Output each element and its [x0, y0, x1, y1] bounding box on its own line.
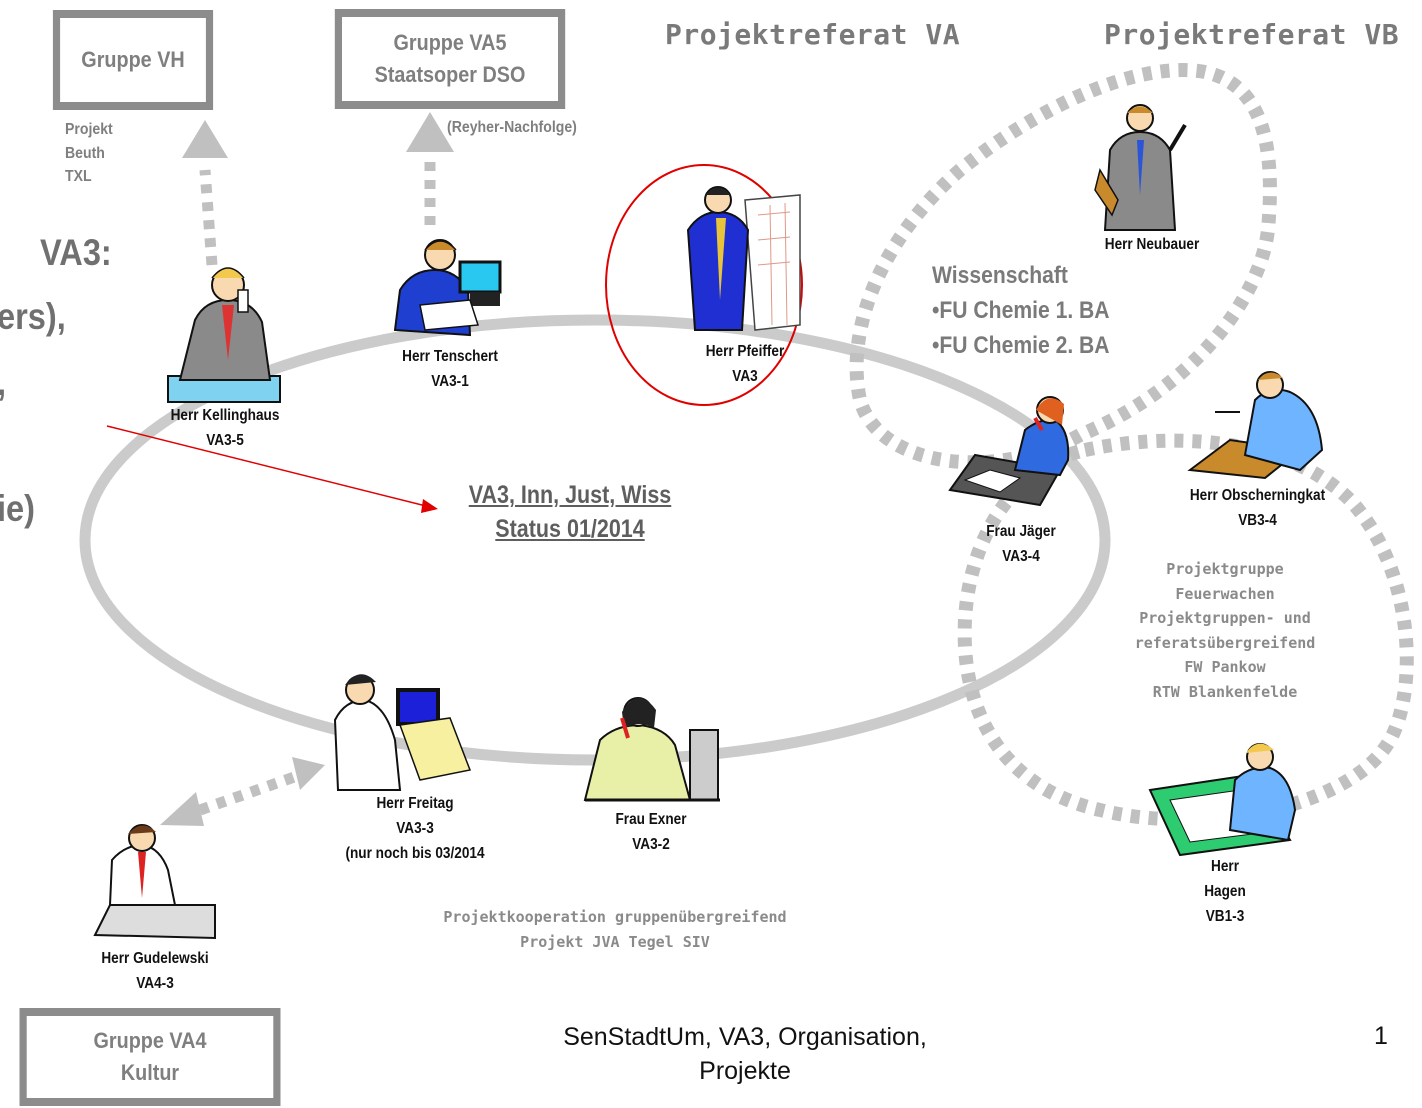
feuerwachen-line: Feuerwachen — [1175, 584, 1275, 603]
tenschert-figure — [393, 239, 502, 337]
gruppe-va4-label: Gruppe VA4 — [93, 1028, 207, 1053]
label-freitag: Herr Freitag VA3-3 (nur noch bis 03/2014 — [322, 791, 509, 866]
gruppe-va5-label: Gruppe VA5 — [393, 30, 507, 55]
footer-line: SenStadtUm, VA3, Organisation, — [563, 1023, 927, 1051]
person-name: Hagen — [1204, 883, 1246, 900]
wissenschaft-block: Wissenschaft •FU Chemie 1. BA •FU Chemie… — [932, 258, 1110, 363]
feuerwachen-line: RTW Blankenfelde — [1152, 682, 1298, 701]
person-code: VA3-5 — [206, 432, 244, 449]
label-gudelewski: Herr Gudelewski VA4-3 — [70, 946, 240, 996]
arrowhead-gudelewski — [160, 792, 204, 826]
kellinghaus-figure — [167, 267, 281, 403]
gruppe-va4-box: Gruppe VA4 Kultur — [19, 1008, 281, 1106]
person-title: Herr — [1211, 858, 1239, 875]
feuerwachen-loop — [957, 433, 1414, 827]
label-obscherningkat: Herr Obscherningkat VB3-4 — [1158, 483, 1358, 533]
person-name: Frau Jäger — [986, 523, 1056, 540]
kooperation-block: Projektkooperation gruppenübergreifend P… — [395, 905, 835, 955]
vh-projects-note: Projekt Beuth TXL — [65, 118, 113, 189]
pointer-arrowhead — [421, 499, 438, 513]
person-name: Herr Freitag — [376, 795, 454, 812]
person-note: (nur noch bis 03/2014 — [345, 845, 485, 862]
person-code: VB1-3 — [1205, 908, 1245, 925]
feuerwachen-block: Projektgruppe Feuerwachen Projektgruppen… — [1090, 557, 1360, 704]
label-hagen: Herr Hagen VB1-3 — [1153, 854, 1298, 929]
label-jaeger: Frau Jäger VA3-4 — [936, 519, 1106, 569]
gruppe-vh-label: Gruppe VH — [81, 47, 185, 72]
arrowhead-freitag — [292, 757, 325, 790]
label-neubauer: Herr Neubauer — [1067, 232, 1237, 257]
left-fragment-2: ers), — [0, 296, 66, 337]
arrowhead-vh — [182, 120, 228, 158]
label-exner: Frau Exner VA3-2 — [566, 807, 736, 857]
person-code: VA3-4 — [1002, 548, 1040, 565]
arrowhead-va5 — [406, 112, 454, 152]
neubauer-figure — [1094, 104, 1187, 231]
heading-referat-vb: Projektreferat VB — [1104, 18, 1400, 51]
person-name: Frau Exner — [615, 811, 687, 828]
page-number: 1 — [1374, 1022, 1388, 1050]
pointer-arrow — [106, 425, 431, 508]
jaeger-figure — [948, 396, 1070, 507]
pfeiffer-figure — [686, 186, 801, 331]
kooperation-line: Projekt JVA Tegel SIV — [520, 933, 710, 951]
person-code: VA3 — [732, 368, 758, 385]
kooperation-line: Projektkooperation gruppenübergreifend — [443, 908, 787, 926]
freitag-figure — [333, 674, 472, 791]
gruppe-va5-box: Gruppe VA5 Staatsoper DSO — [334, 9, 566, 109]
person-name: Herr Tenschert — [402, 348, 498, 365]
person-name: Herr Gudelewski — [101, 950, 209, 967]
feuerwachen-line: FW Pankow — [1184, 658, 1266, 676]
wissenschaft-item: •FU Chemie 1. BA — [932, 297, 1110, 324]
wissenschaft-title: Wissenschaft — [932, 262, 1068, 289]
gruppe-va5-sublabel: Staatsoper DSO — [374, 62, 526, 87]
feuerwachen-line: Projektgruppe — [1166, 560, 1284, 578]
exner-figure — [583, 697, 720, 802]
gruppe-va4-sublabel: Kultur — [120, 1060, 180, 1085]
label-pfeiffer: Herr Pfeiffer VA3 — [660, 339, 830, 389]
center-title: VA3, Inn, Just, Wiss — [468, 481, 672, 509]
highlight-circle — [605, 164, 803, 406]
person-name: Herr Neubauer — [1104, 236, 1200, 253]
center-status: Status 01/2014 — [495, 515, 645, 543]
person-name: Herr Obscherningkat — [1189, 487, 1326, 504]
person-code: VB3-4 — [1238, 512, 1277, 529]
footer-text: SenStadtUm, VA3, Organisation, Projekte — [520, 1020, 970, 1088]
left-fragment-3: , — [0, 362, 6, 404]
person-code: VA3-3 — [396, 820, 434, 837]
person-name: Herr Kellinghaus — [170, 407, 280, 424]
footer-line: Projekte — [699, 1057, 791, 1085]
arrow-freitag-gudelewski — [198, 769, 302, 816]
label-kellinghaus: Herr Kellinghaus VA3-5 — [140, 403, 310, 453]
left-fragment-4: ie) — [0, 488, 36, 529]
feuerwachen-line: Projektgruppen- und — [1139, 609, 1311, 627]
label-tenschert: Herr Tenschert VA3-1 — [365, 344, 535, 394]
arrow-to-vh — [199, 169, 218, 266]
wissenschaft-item: •FU Chemie 2. BA — [932, 332, 1110, 359]
person-code: VA3-1 — [431, 373, 469, 390]
vh-project-line: TXL — [65, 168, 92, 185]
gudelewski-figure — [93, 824, 216, 940]
hagen-figure — [1148, 743, 1297, 857]
left-fragment-1: VA3: — [40, 232, 112, 273]
person-code: VA4-3 — [136, 975, 174, 992]
gruppe-vh-box: Gruppe VH — [52, 10, 214, 110]
vh-project-line: Projekt — [65, 121, 113, 138]
person-name: Herr Pfeiffer — [705, 343, 785, 360]
center-title-block: VA3, Inn, Just, Wiss Status 01/2014 — [441, 478, 699, 546]
heading-referat-va: Projektreferat VA — [665, 18, 961, 51]
wissenschaft-loop — [849, 63, 1277, 470]
person-code: VA3-2 — [632, 836, 670, 853]
vh-project-line: Beuth — [65, 144, 105, 162]
obscherningkat-figure — [1187, 371, 1324, 480]
feuerwachen-line: referatsübergreifend — [1134, 633, 1316, 652]
va5-note: (Reyher-Nachfolge) — [447, 119, 577, 136]
